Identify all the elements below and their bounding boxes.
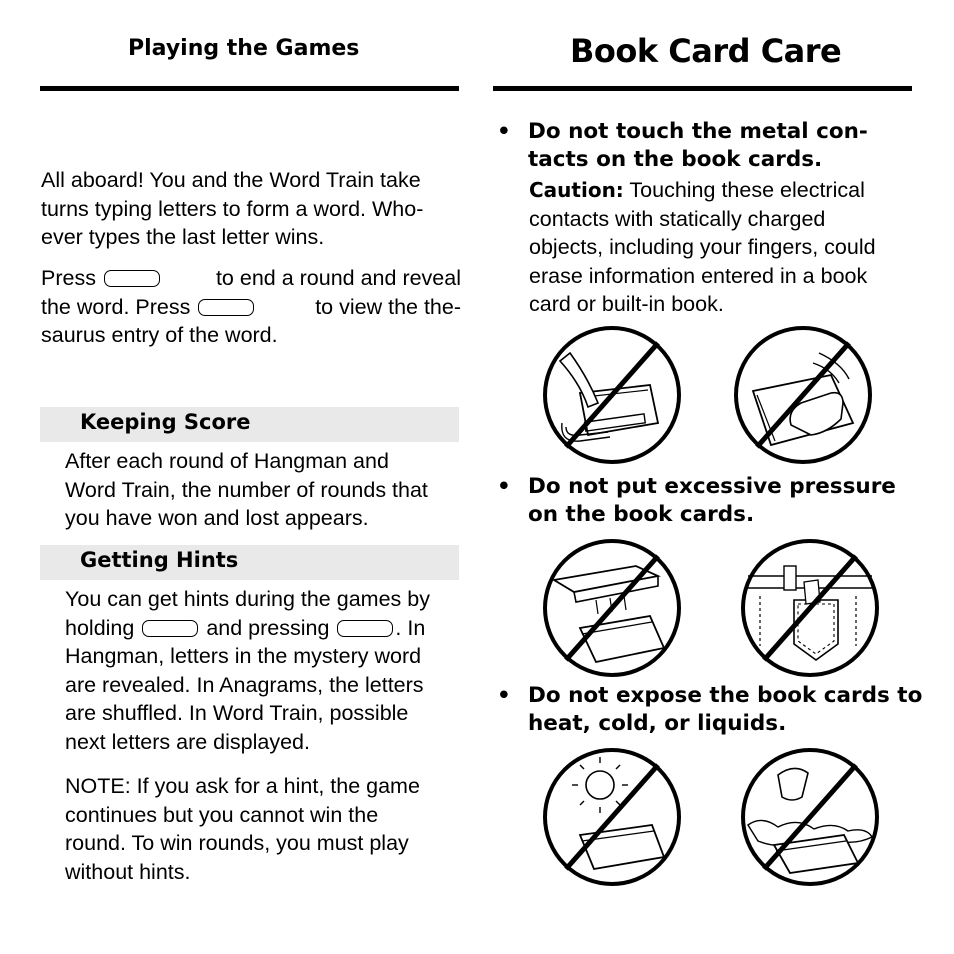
text-line: heat, cold, or liquids.	[528, 711, 787, 736]
text-line: on the book cards.	[528, 502, 755, 527]
word-train-intro: All aboard! You and the Word Train take …	[41, 166, 461, 252]
page-title: Book Card Care	[570, 32, 842, 70]
care-bullet-3: • Do not expose the book cards to heat, …	[497, 682, 937, 742]
text-run: Touching these electrical	[629, 178, 865, 202]
text-line: Hangman, letters in the mystery word	[65, 644, 422, 668]
text-line: NOTE: If you ask for a hint, the game	[65, 774, 420, 798]
text-line: you have won and lost appears.	[65, 506, 369, 530]
caution-label: Caution:	[529, 178, 624, 202]
text-line: round. To win rounds, you must play	[65, 831, 409, 855]
keeping-score-heading: Keeping Score	[40, 407, 459, 442]
text-line: continues but you cannot win the	[65, 802, 379, 827]
text-line: You can get hints during the games by	[65, 587, 430, 611]
text-line: erase information entered in a book	[529, 263, 868, 288]
text-line: tacts on the book cards.	[528, 147, 823, 172]
text-line: without hints.	[65, 859, 191, 884]
keeping-score-body: After each round of Hangman and Word Tra…	[65, 447, 465, 533]
section-header-left: Playing the Games	[128, 36, 360, 61]
text-line: Word Train, the number of rounds that	[65, 477, 428, 502]
text-line: All aboard! You and the Word Train take	[41, 168, 421, 192]
header-rule-right	[493, 86, 912, 91]
no-pressure-pocket-illustration	[741, 539, 879, 677]
heading-text: Getting Hints	[80, 548, 239, 572]
text-line: Do not put excessive pressure	[528, 474, 896, 499]
care-bullet-1: • Do not touch the metal con- tacts on t…	[497, 118, 917, 178]
bullet-icon: •	[497, 683, 511, 708]
hints-note: NOTE: If you ask for a hint, the game co…	[65, 772, 465, 886]
getting-hints-body: You can get hints during the games by ho…	[65, 585, 465, 756]
caution-paragraph: Caution: Touching these electrical conta…	[529, 176, 909, 319]
text-run: and pressing	[206, 615, 330, 640]
text-line: next letters are displayed.	[65, 729, 310, 754]
text-run: Press	[41, 266, 96, 290]
heading-text: Keeping Score	[80, 410, 251, 434]
text-line: After each round of Hangman and	[65, 449, 389, 473]
getting-hints-heading: Getting Hints	[40, 545, 459, 580]
text-line: contacts with statically charged	[529, 206, 826, 231]
bullet-icon: •	[497, 119, 511, 144]
header-rule-left	[40, 86, 459, 91]
key-icon	[103, 270, 160, 287]
text-line: objects, including your fingers, could	[529, 235, 876, 259]
text-run: . In	[395, 615, 426, 640]
text-line: Do not touch the metal con-	[528, 119, 868, 144]
no-liquid-spill-illustration	[741, 748, 879, 886]
key-icon	[142, 619, 199, 637]
key-icon	[198, 298, 255, 316]
no-touch-contacts-finger-illustration	[734, 326, 872, 464]
text-line: saurus entry of the word.	[41, 323, 278, 347]
text-run: the word. Press	[41, 294, 191, 319]
text-line: card or built-in book.	[529, 292, 724, 316]
press-paragraph: Press to end a round and reveal the word…	[41, 264, 461, 350]
bullet-icon: •	[497, 474, 511, 499]
text-line: turns typing letters to form a word. Who…	[41, 196, 424, 221]
text-run: to end a round and reveal	[215, 266, 461, 290]
text-line: Do not expose the book cards to	[528, 683, 923, 708]
text-line: are revealed. In Anagrams, the letters	[65, 672, 424, 697]
text-run: to view the the-	[315, 294, 461, 319]
text-run: holding	[65, 615, 135, 640]
text-line: are shuffled. In Word Train, possible	[65, 701, 409, 725]
no-touch-contacts-pen-illustration	[543, 326, 681, 464]
no-pressure-weight-illustration	[543, 539, 681, 677]
no-heat-sun-illustration	[543, 748, 681, 886]
care-bullet-2: • Do not put excessive pressure on the b…	[497, 473, 927, 533]
text-line: ever types the last letter wins.	[41, 225, 325, 249]
key-icon	[337, 619, 394, 637]
